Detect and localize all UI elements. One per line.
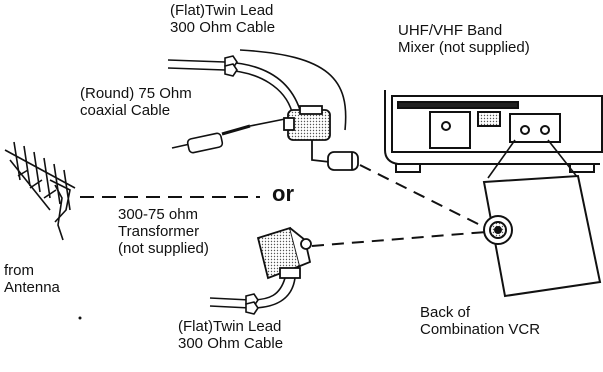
- coaxial-cable: [171, 117, 291, 154]
- twin-lead-cable-bottom: [209, 277, 296, 315]
- back-of-vcr-label: Back of Combination VCR: [420, 304, 541, 338]
- antenna-icon: [4, 141, 76, 241]
- zoom-callout: [487, 139, 579, 179]
- vcr-back-icon: [384, 90, 603, 173]
- vcr-zoom-panel: [482, 174, 602, 298]
- from-antenna-label: from Antenna: [4, 262, 60, 296]
- twin-lead-cable-top: [167, 49, 347, 131]
- twin-lead-top-label: (Flat)Twin Lead 300 Ohm Cable: [170, 2, 276, 36]
- round-coax-label: (Round) 75 Ohm coaxial Cable: [80, 85, 192, 119]
- band-mixer-icon: [283, 105, 359, 171]
- dot-mark: [78, 316, 82, 320]
- mixer-dashed-line: [359, 164, 487, 229]
- twin-lead-bottom-label: (Flat)Twin Lead 300 Ohm Cable: [178, 318, 284, 352]
- transformer-dashed-line: [311, 231, 487, 247]
- transformer-label: 300-75 ohm Transformer (not supplied): [118, 206, 209, 257]
- band-mixer-label: UHF/VHF Band Mixer (not supplied): [398, 22, 530, 56]
- or-label: or: [272, 181, 294, 206]
- transformer-icon: [256, 226, 312, 280]
